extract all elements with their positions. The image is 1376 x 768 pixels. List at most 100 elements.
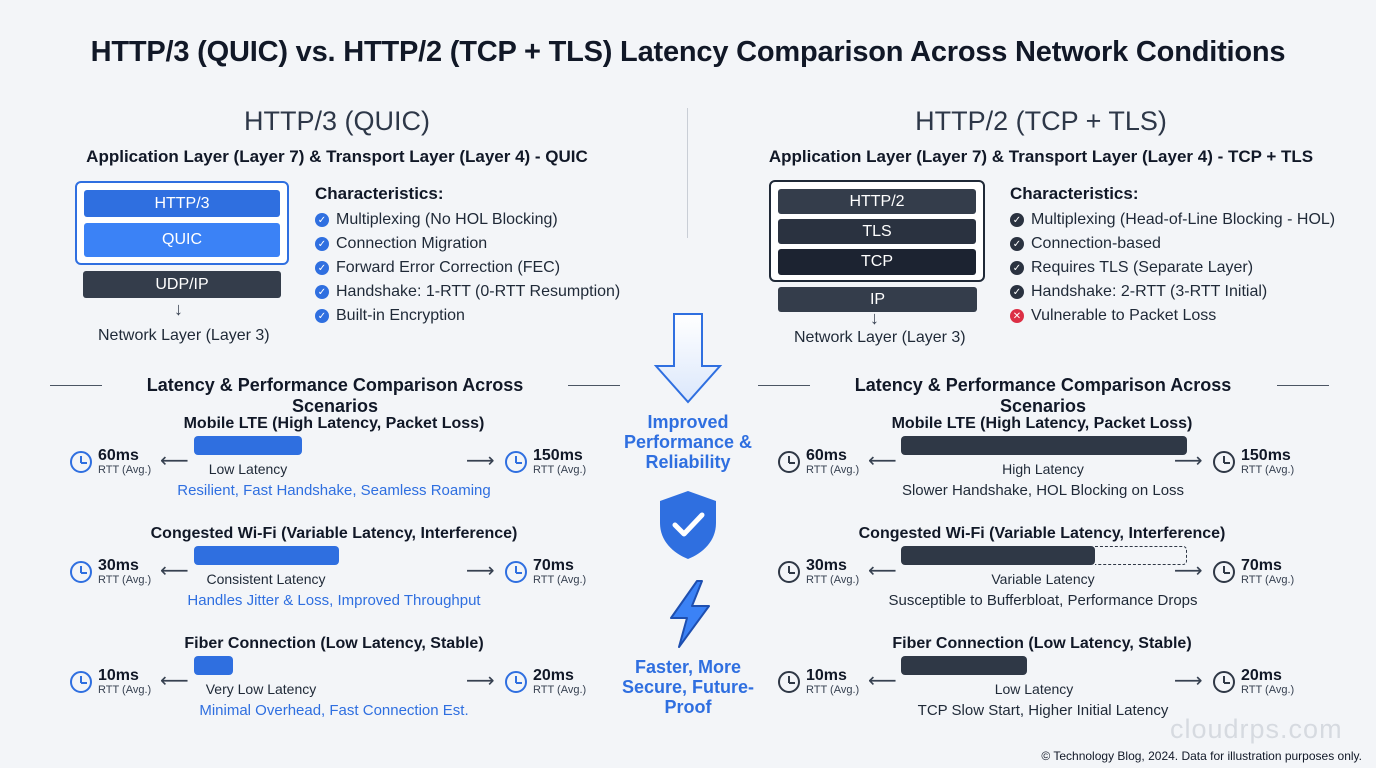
layer-quic: QUIC <box>84 223 280 257</box>
network-layer-label: Network Layer (Layer 3) <box>98 327 270 344</box>
list-item: ✓Built-in Encryption <box>315 304 620 328</box>
list-item: ✓Handshake: 2-RTT (3-RTT Initial) <box>1010 280 1335 304</box>
arrow-left-icon: ⟵ <box>160 450 189 472</box>
check-icon: ✓ <box>315 309 329 323</box>
high-rtt: 150ms RTT (Avg.) <box>533 447 587 477</box>
low-rtt: 10ms RTT (Avg.) <box>98 667 152 697</box>
scenario-title: Mobile LTE (High Latency, Packet Loss) <box>891 415 1193 432</box>
shield-check-icon <box>660 491 716 559</box>
list-item: ✓Connection-based <box>1010 232 1335 256</box>
arrow-down-icon: ↓ <box>174 299 183 319</box>
scenario-title: Congested Wi-Fi (Variable Latency, Inter… <box>150 525 518 542</box>
char-title: Characteristics: <box>315 184 444 203</box>
center-divider <box>687 108 688 238</box>
high-rtt: 70ms RTT (Avg.) <box>1241 557 1295 587</box>
check-icon: ✓ <box>315 237 329 251</box>
layer-tls: TLS <box>778 219 976 244</box>
latency-bar <box>901 436 1187 455</box>
scenario-note: TCP Slow Start, Higher Initial Latency <box>917 702 1169 719</box>
watermark: cloudrps.com <box>1170 714 1343 744</box>
http2-characteristics: ✓Multiplexing (Head-of-Line Blocking - H… <box>1010 208 1335 328</box>
clock-icon <box>778 561 800 583</box>
clock-icon <box>70 561 92 583</box>
check-icon: ✓ <box>1010 237 1024 251</box>
footer-credit: © Technology Blog, 2024. Data for illust… <box>1041 749 1362 763</box>
arrow-right-icon: ⟶ <box>1174 670 1203 692</box>
list-item: ✕Vulnerable to Packet Loss <box>1010 304 1335 328</box>
scenario-title: Fiber Connection (Low Latency, Stable) <box>184 635 484 652</box>
clock-icon <box>505 451 527 473</box>
scenario-title: Fiber Connection (Low Latency, Stable) <box>892 635 1192 652</box>
char-title: Characteristics: <box>1010 184 1139 203</box>
high-rtt: 20ms RTT (Avg.) <box>533 667 587 697</box>
layer-http2: HTTP/2 <box>778 189 976 214</box>
layer-ip: IP <box>778 287 977 312</box>
check-icon: ✓ <box>315 261 329 275</box>
list-item: ✓Multiplexing (No HOL Blocking) <box>315 208 620 232</box>
arrow-right-icon: ⟶ <box>466 670 495 692</box>
divider <box>50 385 102 386</box>
tcp-tls-stack: HTTP/2 TLS TCP <box>769 180 985 282</box>
arrow-left-icon: ⟵ <box>160 670 189 692</box>
check-icon: ✓ <box>1010 261 1024 275</box>
latency-bar <box>901 656 1027 675</box>
check-icon: ✓ <box>315 213 329 227</box>
scenario-title: Congested Wi-Fi (Variable Latency, Inter… <box>858 525 1226 542</box>
low-rtt: 30ms RTT (Avg.) <box>98 557 152 587</box>
latency-label: Low Latency <box>208 461 288 477</box>
http2-subtitle: Application Layer (Layer 7) & Transport … <box>768 147 1314 166</box>
arrow-right-icon: ⟶ <box>466 450 495 472</box>
scenario-note: Slower Handshake, HOL Blocking on Loss <box>901 482 1185 499</box>
arrow-down-icon: ↓ <box>870 308 879 328</box>
high-rtt: 70ms RTT (Avg.) <box>533 557 587 587</box>
network-layer-label: Network Layer (Layer 3) <box>794 329 966 346</box>
list-item: ✓Handshake: 1-RTT (0-RTT Resumption) <box>315 280 620 304</box>
latency-bar <box>194 546 339 565</box>
latency-bar <box>194 656 233 675</box>
layer-udp-ip: UDP/IP <box>83 271 281 298</box>
arrow-left-icon: ⟵ <box>868 560 897 582</box>
clock-icon <box>1213 671 1235 693</box>
low-rtt: 60ms RTT (Avg.) <box>98 447 152 477</box>
scenario-title: Mobile LTE (High Latency, Packet Loss) <box>183 415 485 432</box>
arrow-left-icon: ⟵ <box>868 670 897 692</box>
http3-title: HTTP/3 (QUIC) <box>244 106 430 136</box>
latency-label: Low Latency <box>994 681 1074 697</box>
divider <box>1277 385 1329 386</box>
clock-icon <box>505 671 527 693</box>
clock-icon <box>505 561 527 583</box>
scenario-note: Resilient, Fast Handshake, Seamless Roam… <box>177 482 491 499</box>
list-item: ✓Connection Migration <box>315 232 620 256</box>
list-item: ✓Forward Error Correction (FEC) <box>315 256 620 280</box>
clock-icon <box>1213 561 1235 583</box>
arrow-right-icon: ⟶ <box>1174 450 1203 472</box>
scenario-note: Minimal Overhead, Fast Connection Est. <box>199 702 469 719</box>
lightning-bolt-icon <box>670 580 710 648</box>
section-header: Latency & Performance Comparison Across … <box>146 375 524 416</box>
arrow-left-icon: ⟵ <box>868 450 897 472</box>
latency-variance-bar <box>1095 546 1187 565</box>
clock-icon <box>1213 451 1235 473</box>
latency-label: Variable Latency <box>991 571 1095 587</box>
divider <box>758 385 810 386</box>
layer-tcp: TCP <box>778 249 976 275</box>
latency-label: Very Low Latency <box>205 681 317 697</box>
high-rtt: 150ms RTT (Avg.) <box>1241 447 1295 477</box>
arrow-right-icon: ⟶ <box>466 560 495 582</box>
x-icon: ✕ <box>1010 309 1024 323</box>
center-benefit-text: Improved Performance & Reliability <box>623 412 753 472</box>
scenario-note: Susceptible to Bufferbloat, Performance … <box>888 592 1198 609</box>
check-icon: ✓ <box>1010 285 1024 299</box>
center-summary-text: Faster, More Secure, Future-Proof <box>621 657 755 717</box>
list-item: ✓Requires TLS (Separate Layer) <box>1010 256 1335 280</box>
http2-title: HTTP/2 (TCP + TLS) <box>915 106 1167 136</box>
list-item: ✓Multiplexing (Head-of-Line Blocking - H… <box>1010 208 1335 232</box>
clock-icon <box>778 671 800 693</box>
http3-characteristics: ✓Multiplexing (No HOL Blocking) ✓Connect… <box>315 208 620 328</box>
divider <box>568 385 620 386</box>
clock-icon <box>778 451 800 473</box>
section-header: Latency & Performance Comparison Across … <box>854 375 1232 416</box>
latency-label: High Latency <box>1002 461 1084 477</box>
check-icon: ✓ <box>315 285 329 299</box>
low-rtt: 30ms RTT (Avg.) <box>806 557 860 587</box>
